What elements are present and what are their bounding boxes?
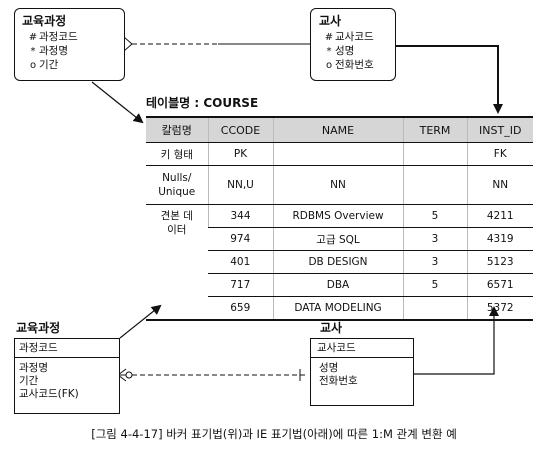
column-header: NAME — [272, 116, 403, 143]
table-cell: 3 — [402, 250, 467, 274]
table-cell — [402, 296, 467, 321]
course-table: 칼럼명 CCODE NAME TERM INST_ID 키 형태 PK FK N… — [146, 116, 533, 321]
table-cell: 974 — [208, 227, 273, 251]
ie-course-attr: 과정명 — [19, 362, 48, 374]
row-label: 키 형태 — [146, 142, 208, 166]
ie-course-title: 교육과정 — [16, 321, 61, 335]
ie-teacher-key: 교사코드 — [317, 342, 356, 354]
column-header: 칼럼명 — [146, 116, 208, 143]
table-cell: 659 — [208, 296, 273, 321]
arrow-teacher-to-inst-id — [395, 45, 503, 114]
table-row: 717 DBA 5 6571 — [146, 273, 533, 297]
barker-course-title: 교육과정 — [22, 14, 67, 28]
ie-teacher-key-section: 교사코드 — [311, 339, 413, 358]
table-cell: NN,U — [207, 165, 273, 205]
table-cell: 5 — [402, 204, 467, 228]
table-row: 659 DATA MODELING 5372 — [146, 296, 533, 321]
table-cell: 고급 SQL — [272, 227, 403, 251]
table-cell: 3 — [402, 227, 467, 251]
barker-teacher-attr: *성명 — [323, 46, 355, 57]
table-cell — [402, 142, 467, 166]
barker-teacher-title: 교사 — [319, 14, 342, 28]
barker-relationship-line — [123, 36, 310, 52]
row-label: Nulls/ Unique — [146, 165, 208, 205]
ie-teacher-entity: 교사코드 성명 전화번호 — [310, 338, 414, 406]
arrow-ie-teacher-to-inst-id — [412, 306, 499, 375]
nulls-row: Nulls/ Unique NN,U NN NN — [146, 165, 533, 205]
ie-course-key-section: 과정코드 — [15, 339, 119, 358]
optional-symbol: o — [325, 60, 333, 71]
table-cell: 4319 — [466, 227, 533, 251]
table-cell: DB DESIGN — [272, 250, 403, 274]
column-header: CCODE — [207, 116, 273, 143]
table-header-row: 칼럼명 CCODE NAME TERM INST_ID — [146, 116, 533, 143]
table-cell — [402, 165, 467, 205]
table-cell: PK — [207, 142, 273, 166]
table-cell: NN — [466, 165, 533, 205]
ie-course-key: 과정코드 — [19, 342, 58, 354]
table-cell — [272, 142, 403, 166]
table-cell: 717 — [208, 273, 273, 297]
ie-course-entity: 과정코드 과정명 기간 교사코드(FK) — [14, 338, 120, 414]
table-cell: 5372 — [466, 296, 533, 321]
barker-teacher-attr: #교사코드 — [324, 31, 374, 43]
ie-teacher-attr: 전화번호 — [319, 375, 358, 387]
ie-teacher-attr: 성명 — [319, 362, 339, 374]
column-header: TERM — [402, 116, 467, 143]
table-cell: 5 — [402, 273, 467, 297]
ie-relationship-line — [117, 368, 308, 382]
table-cell: 6571 — [466, 273, 533, 297]
table-cell: DATA MODELING — [272, 296, 403, 321]
table-cell: 5123 — [466, 250, 533, 274]
key-type-row: 키 형태 PK FK — [146, 142, 533, 166]
table-cell: 344 — [207, 204, 273, 228]
sample-data-label: 견본 데이터 — [146, 204, 208, 321]
table-row: 견본 데이터 344 RDBMS Overview 5 4211 — [146, 204, 533, 321]
table-cell: FK — [466, 142, 533, 166]
table-row: 974 고급 SQL 3 4319 — [146, 227, 533, 251]
table-cell: RDBMS Overview — [272, 204, 403, 228]
ie-course-attr: 기간 — [19, 375, 39, 387]
table-row: 401 DB DESIGN 3 5123 — [146, 250, 533, 274]
barker-course-attr: *과정명 — [27, 46, 68, 57]
table-title: 테이블명 : COURSE — [146, 96, 259, 110]
ie-course-attr: 교사코드(FK) — [19, 388, 79, 400]
table-cell: NN — [272, 165, 403, 205]
optional-symbol: o — [29, 60, 37, 71]
ie-teacher-title: 교사 — [320, 321, 343, 335]
mandatory-symbol: * — [30, 46, 36, 57]
identifier-symbol: # — [324, 32, 334, 43]
column-header: INST_ID — [466, 116, 533, 143]
table-cell: DBA — [272, 273, 403, 297]
table-cell: 401 — [208, 250, 273, 274]
arrow-course-to-table — [91, 81, 144, 124]
figure-caption: [그림 4-4-17] 바커 표기법(위)과 IE 표기법(아래)에 따른 1:… — [91, 427, 457, 441]
identifier-symbol: # — [28, 32, 38, 43]
barker-course-attr: #과정코드 — [28, 31, 78, 43]
mandatory-symbol: * — [326, 46, 332, 57]
table-cell: 4211 — [466, 204, 533, 228]
